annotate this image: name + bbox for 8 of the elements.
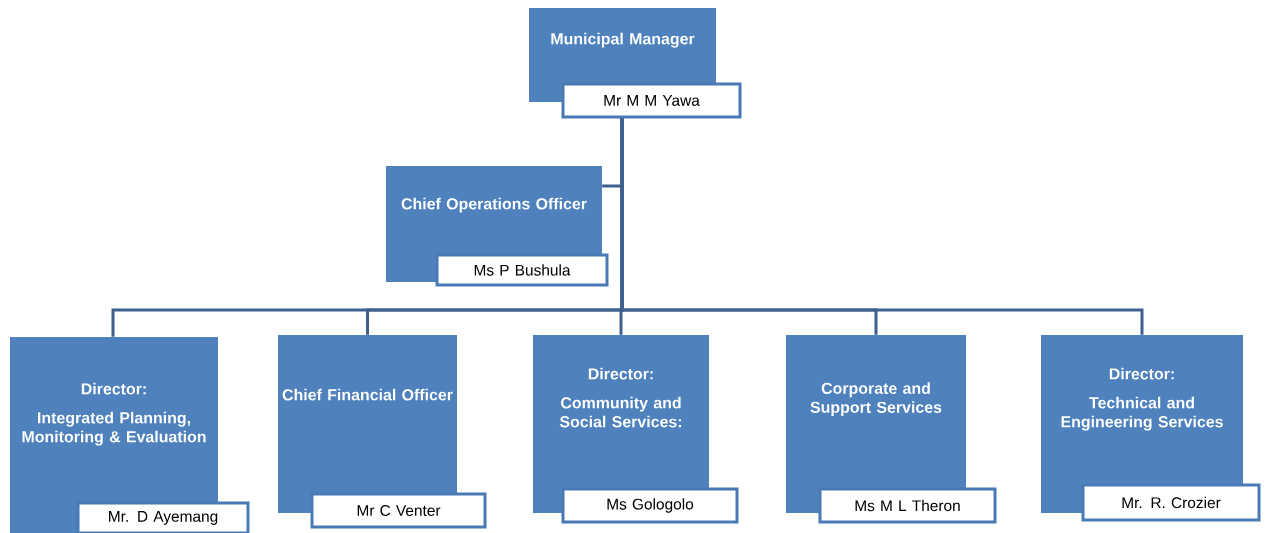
connector-line bbox=[620, 118, 1144, 335]
name-box: Ms P Bushula bbox=[435, 253, 609, 287]
name-box: Ms Gologolo bbox=[561, 487, 739, 524]
name-box: Mr. D Ayemang bbox=[76, 501, 250, 533]
name-box: Mr M M Yawa bbox=[561, 82, 742, 119]
name-box: Mr C Venter bbox=[310, 492, 487, 529]
name-box: Ms M L Theron bbox=[818, 487, 997, 524]
name-box: Mr. R. Crozier bbox=[1081, 483, 1261, 522]
